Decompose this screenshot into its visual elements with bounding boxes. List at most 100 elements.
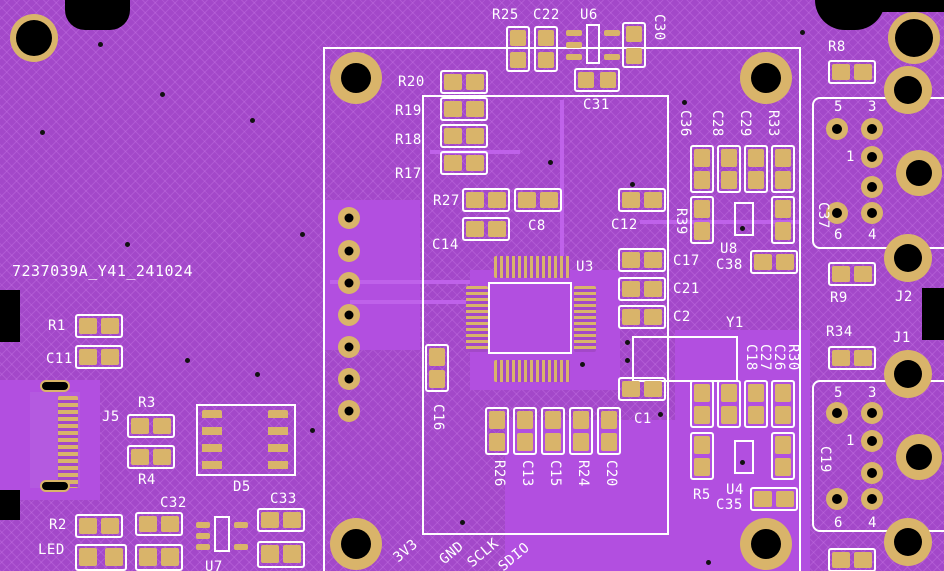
c20-footprint: [597, 407, 621, 455]
connector-pin: [826, 488, 848, 510]
r5-footprint: [690, 432, 714, 480]
connector-pin: [861, 488, 883, 510]
via: [98, 42, 103, 47]
connector-mount: [884, 66, 932, 114]
pin-number: 4: [868, 515, 877, 531]
u6-pad: [566, 30, 582, 36]
label-r8: R8: [828, 39, 846, 55]
c32-footprint: [135, 512, 183, 536]
label-r26: R26: [491, 460, 507, 487]
header-pin: [338, 207, 360, 229]
label-c14: C14: [432, 237, 459, 253]
u6-pad: [566, 54, 582, 60]
label-c2: C2: [673, 309, 691, 325]
c1-footprint: [618, 377, 666, 401]
connector-pin: [861, 176, 883, 198]
label-r34: R34: [826, 324, 853, 340]
c13-footprint: [513, 407, 537, 455]
label-c13: C13: [519, 460, 535, 487]
connector-pin: [861, 462, 883, 484]
label-c12: C12: [611, 217, 638, 233]
r27-footprint: [462, 188, 510, 212]
via: [300, 232, 305, 237]
trace: [350, 300, 470, 304]
label-c20: C20: [603, 460, 619, 487]
u6-pad: [604, 30, 620, 36]
led-footprint: [75, 544, 127, 571]
connector-pin: [861, 146, 883, 168]
r8-footprint: [828, 60, 876, 84]
label-u6: U6: [580, 7, 598, 23]
trace: [560, 100, 564, 260]
label-c31: C31: [583, 97, 610, 113]
c17-footprint: [618, 248, 666, 272]
label-r30: R30: [785, 344, 801, 371]
label-c16: C16: [430, 404, 446, 431]
board-id-label: 7237039A_Y41_241024: [12, 262, 194, 280]
via: [625, 358, 630, 363]
board-cutout: [815, 0, 885, 30]
label-c15: C15: [547, 460, 563, 487]
label-c30: C30: [651, 14, 667, 41]
label-c18: C18: [743, 344, 759, 371]
u4-outline: [734, 440, 754, 474]
copper-fill-bottom: [505, 420, 675, 571]
connector-mount: [884, 518, 932, 566]
label-d5: D5: [233, 479, 251, 495]
label-c11: C11: [46, 351, 73, 367]
connector-j2-outline: [812, 97, 944, 249]
c18-footprint: [690, 380, 714, 428]
u8-outline: [734, 202, 754, 236]
board-cutout: [65, 0, 130, 30]
label-c19: C19: [817, 446, 833, 473]
header-pin: [338, 240, 360, 262]
d5-pad: [202, 410, 222, 470]
connector-mount: [896, 150, 942, 196]
label-r5: R5: [693, 487, 711, 503]
via: [160, 92, 165, 97]
c38-footprint: [750, 250, 798, 274]
via: [658, 412, 663, 417]
label-c26: C26: [771, 344, 787, 371]
u3-chip: [488, 282, 572, 354]
usb-pad-strip: [58, 396, 78, 488]
pin-number: 1: [846, 149, 855, 165]
via: [40, 130, 45, 135]
mounting-hole: [10, 14, 58, 62]
u7-pad: [196, 544, 210, 550]
label-c1: C1: [634, 411, 652, 427]
connector-pin: [826, 202, 848, 224]
u7-pad: [234, 544, 248, 550]
label-c35: C35: [716, 497, 743, 513]
header-pin: [338, 272, 360, 294]
board-cutout: [922, 288, 944, 340]
module-outline: [323, 47, 801, 571]
pin-number: 1: [846, 433, 855, 449]
label-r33: R33: [765, 110, 781, 137]
r34-footprint: [828, 346, 876, 370]
r24-footprint: [569, 407, 593, 455]
c33b-footprint: [257, 541, 305, 568]
connector-pin: [826, 118, 848, 140]
r25-footprint: [506, 26, 530, 72]
trace: [640, 220, 800, 224]
label-c33: C33: [270, 491, 297, 507]
r20-footprint: [440, 70, 488, 94]
label-r3: R3: [138, 395, 156, 411]
label-c37: C37: [815, 202, 831, 229]
connector-j1-outline: [812, 380, 944, 532]
u7-outline: [214, 516, 230, 552]
label-c29: C29: [737, 110, 753, 137]
connector-pin: [861, 402, 883, 424]
header-pin: [338, 368, 360, 390]
label-j1: J1: [893, 330, 911, 346]
label-c8: C8: [528, 218, 546, 234]
label-r19: R19: [395, 103, 422, 119]
via: [740, 226, 745, 231]
via: [125, 242, 130, 247]
via: [800, 30, 805, 35]
u7-pad: [196, 522, 210, 528]
label-c21: C21: [673, 281, 700, 297]
board-cutout: [880, 0, 944, 12]
u7-pad: [234, 522, 248, 528]
